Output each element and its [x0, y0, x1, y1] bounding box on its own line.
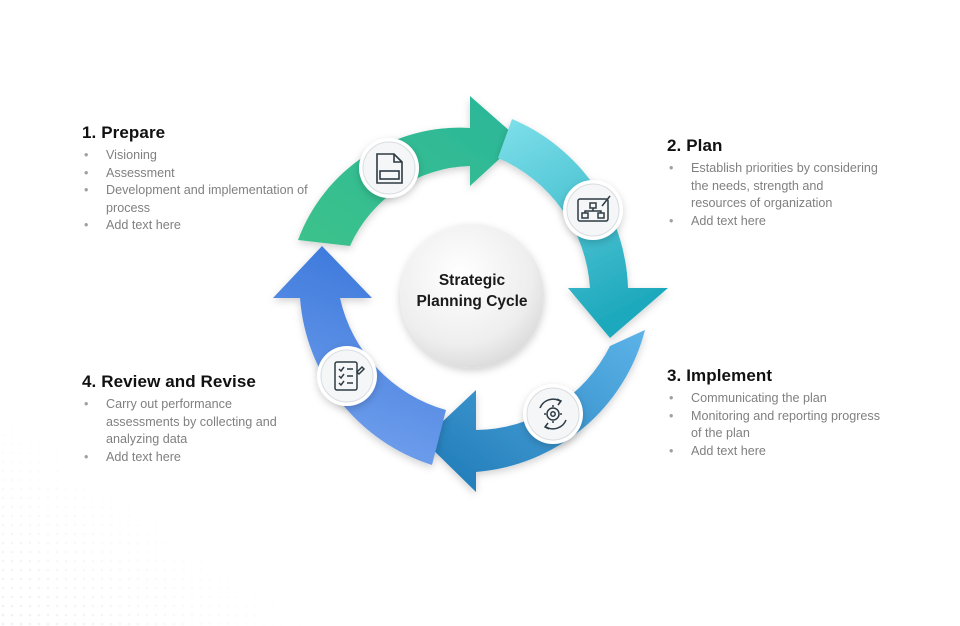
stage-list: Carry out performance assessments by col… [82, 396, 297, 466]
blueprint-icon [577, 195, 611, 222]
cycle-gear-icon [539, 398, 567, 430]
stage-list: Visioning Assessment Development and imp… [82, 147, 317, 235]
arrow-segment-implement [423, 330, 645, 492]
list-item: Establish priorities by considering the … [667, 160, 882, 213]
center-title: Strategic Planning Cycle [399, 270, 545, 312]
list-item: Add text here [82, 217, 317, 235]
list-item: Add text here [82, 449, 297, 467]
stage-review-and-revise: 4. Review and Revise Carry out performan… [82, 372, 297, 466]
stage-title: 3. Implement [667, 366, 773, 385]
center-title-line-2: Planning Cycle [416, 293, 528, 310]
list-item: Add text here [667, 443, 882, 461]
stage-prepare: 1. Prepare Visioning Assessment Developm… [82, 123, 317, 235]
list-item: Development and implementation of proces… [82, 182, 317, 217]
stage-title: 4. Review and Revise [82, 372, 256, 391]
list-item: Visioning [82, 147, 317, 165]
stage-list: Establish priorities by considering the … [667, 160, 882, 230]
document-icon [376, 153, 403, 184]
list-item: Assessment [82, 165, 317, 183]
badge-prepare [359, 138, 419, 198]
list-item: Add text here [667, 213, 882, 231]
badge-implement [523, 384, 583, 444]
badge-review [317, 346, 377, 406]
center-title-line-1: Strategic [438, 272, 506, 289]
list-item: Carry out performance assessments by col… [82, 396, 297, 449]
stage-implement: 3. Implement Communicating the plan Moni… [667, 366, 882, 460]
checklist-icon [334, 361, 366, 391]
list-item: Communicating the plan [667, 390, 882, 408]
stage-list: Communicating the plan Monitoring and re… [667, 390, 882, 460]
badge-plan [563, 180, 623, 240]
list-item: Monitoring and reporting progress of the… [667, 408, 882, 443]
stage-title: 1. Prepare [82, 123, 166, 142]
stage-plan: 2. Plan Establish priorities by consider… [667, 136, 882, 230]
center-circle [400, 224, 544, 368]
stage-title: 2. Plan [667, 136, 723, 155]
